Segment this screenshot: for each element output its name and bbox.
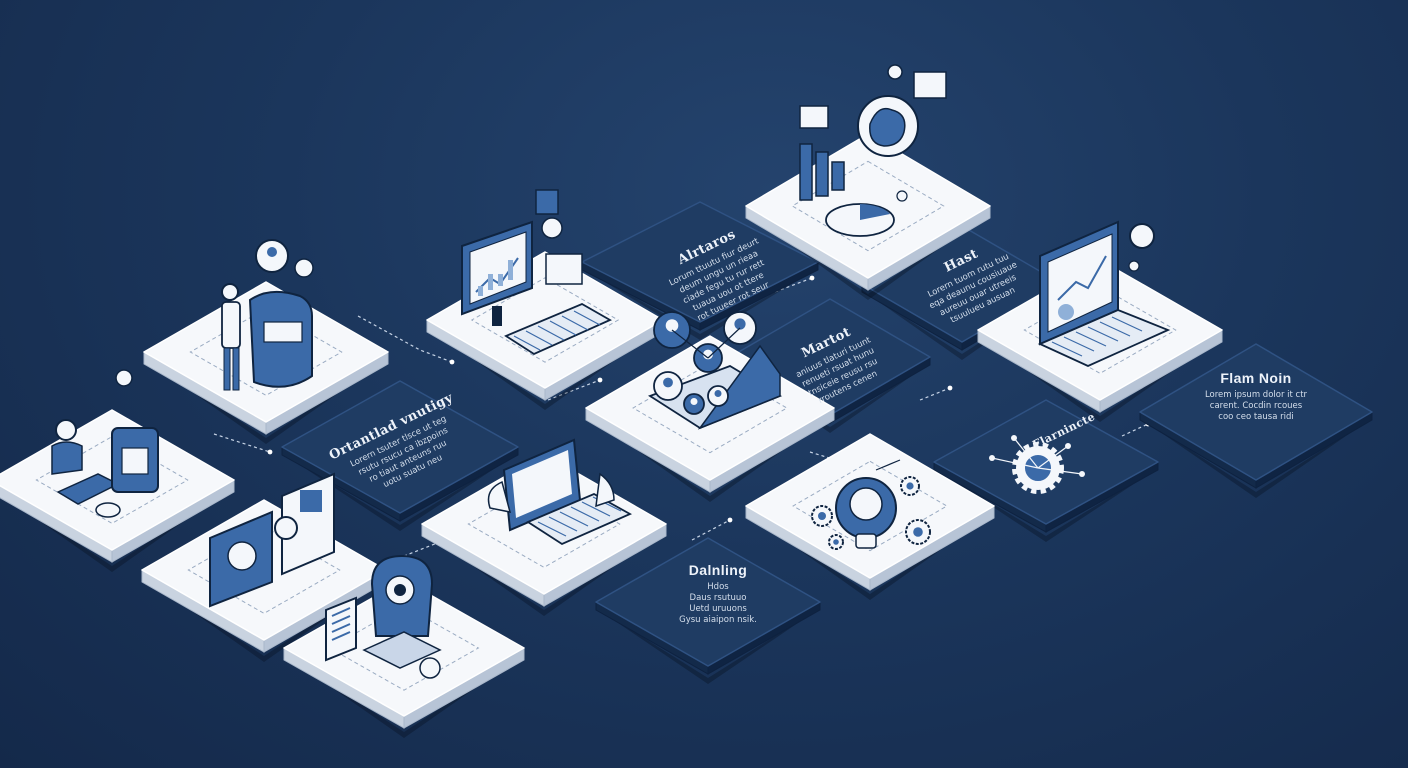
reader-robot-icon — [325, 554, 442, 679]
panel-onboarding — [281, 380, 519, 531]
desk-person-icon — [51, 369, 159, 518]
label-flam-body-2: carent. Cocdin rcoues — [1209, 401, 1303, 411]
connector-dot-5 — [597, 377, 603, 383]
ai-brain-icon — [799, 64, 947, 237]
team-network-icon — [648, 311, 783, 430]
connector-dot-7 — [727, 517, 733, 523]
dev-screen-icon — [209, 472, 335, 608]
lightbulb-gears-icon — [811, 459, 931, 550]
label-flam-body-3: coo ceo tausa ridi — [1218, 412, 1294, 422]
label-drafting-body-3: Uetd uruuons — [689, 604, 747, 614]
connector-9 — [919, 387, 951, 401]
connector-2 — [213, 433, 271, 453]
connector-dot-2 — [267, 449, 273, 455]
label-flam-title: Flam Noin — [1220, 370, 1292, 386]
label-flam-body-1: Lorem ipsum dolor it ctr — [1204, 390, 1308, 400]
laptop-ai-icon — [1037, 220, 1171, 367]
connector-dot-1 — [449, 359, 455, 365]
gear-network-icon — [989, 435, 1085, 494]
label-drafting-body-2: Daus rsutuuo — [689, 593, 747, 603]
panel-flam — [1139, 343, 1373, 498]
connector-dot-6 — [809, 275, 815, 281]
connector-dot-9 — [947, 385, 953, 391]
person-chat-icon — [221, 239, 314, 391]
label-drafting-title: Dalnling — [688, 562, 748, 578]
label-drafting-body-4: Gysu aiaipon nsik. — [679, 615, 757, 625]
panel-drafting — [595, 537, 821, 684]
connector-10 — [1121, 423, 1149, 437]
label-drafting-body-1: Hdos — [707, 582, 729, 592]
label-drafting: Dalnling Hdos Daus rsutuuo Uetd uruuons … — [648, 562, 788, 626]
connector-7 — [691, 519, 731, 541]
label-flam: Flam Noin Lorem ipsum dolor it ctr caren… — [1186, 370, 1326, 423]
monitor-chart-icon — [461, 189, 612, 356]
tablet-hands-icon — [487, 438, 633, 546]
